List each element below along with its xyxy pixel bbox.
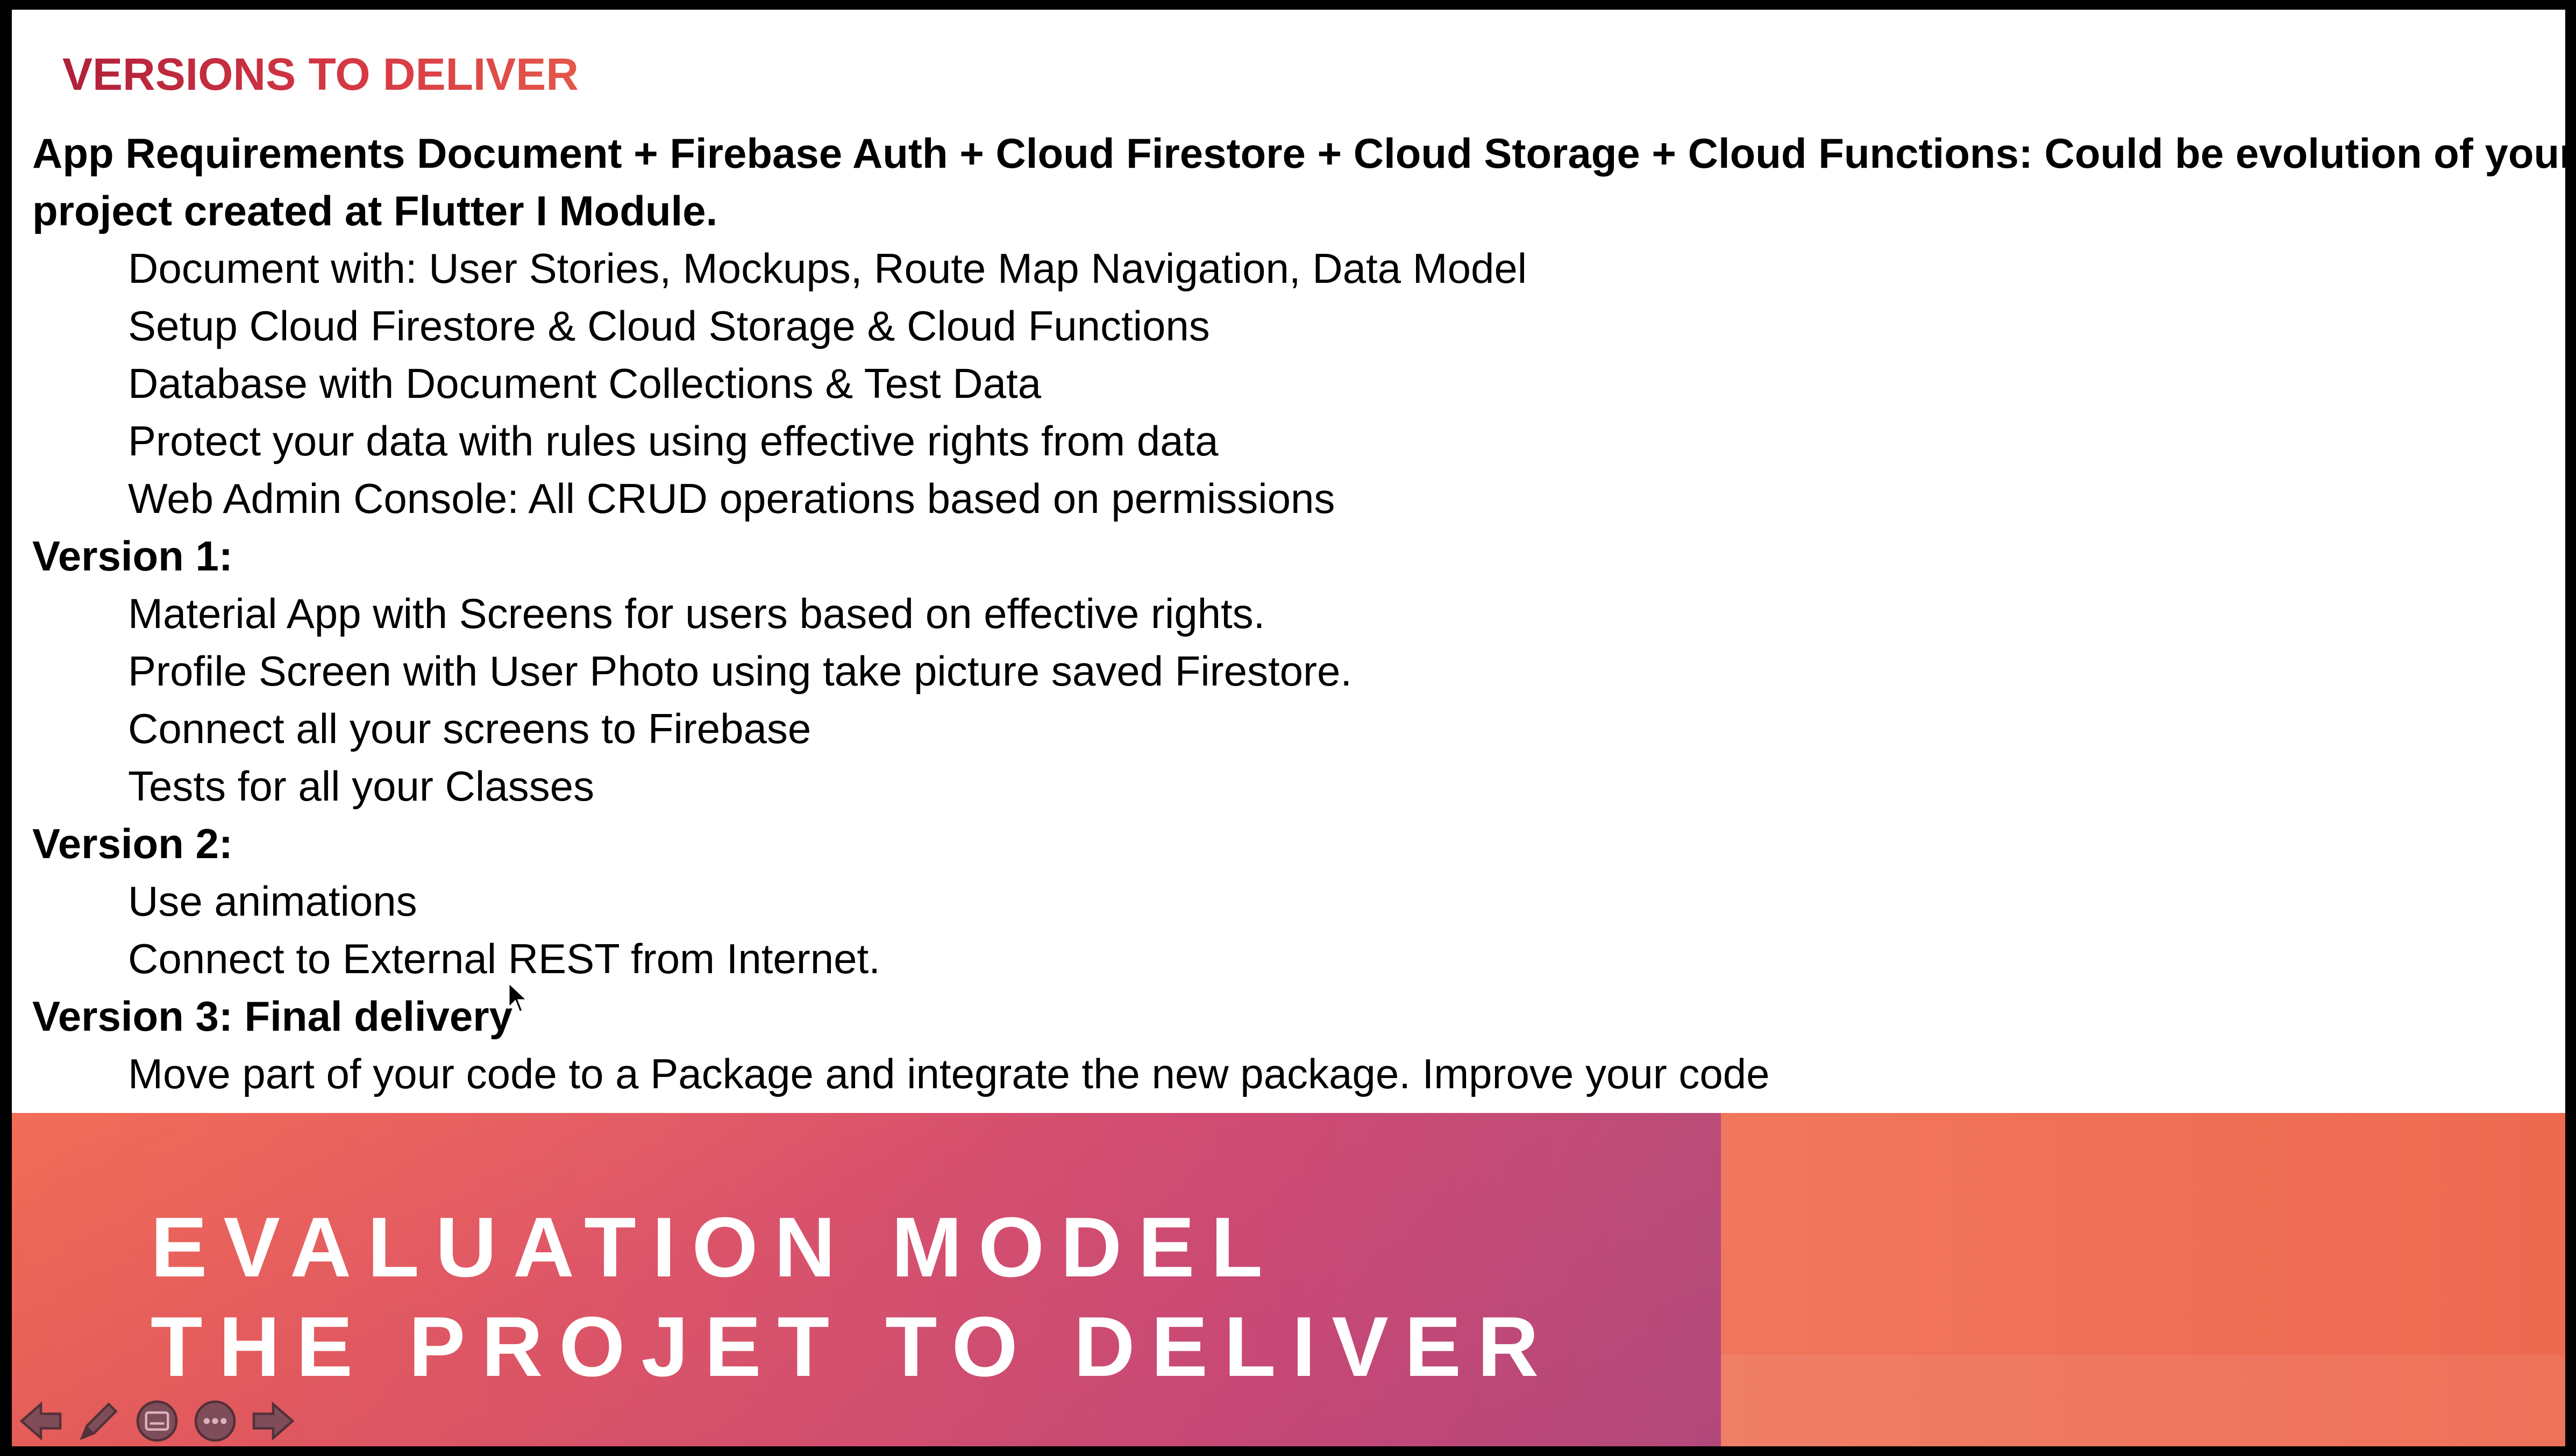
mouse-cursor-icon	[508, 982, 529, 1013]
text-line: Document with: User Stories, Mockups, Ro…	[128, 245, 1527, 292]
slide: VERSIONS TO DELIVER App Requirements Doc…	[12, 10, 2565, 1446]
text-line: App Requirements Document + Firebase Aut…	[32, 130, 2565, 177]
slide-body: App Requirements Document + Firebase Aut…	[32, 125, 2565, 1103]
banner-title: EVALUATION MODEL THE PROJET TO DELIVER	[151, 1198, 1555, 1397]
section-banner: EVALUATION MODEL THE PROJET TO DELIVER	[12, 1113, 2565, 1446]
banner-title-line2: THE PROJET TO DELIVER	[151, 1300, 1555, 1394]
banner-stripe	[1721, 1355, 2565, 1446]
text-line: Use animations	[128, 877, 417, 925]
banner-accent-panel	[1721, 1113, 2565, 1446]
text-line: Connect all your screens to Firebase	[128, 705, 812, 752]
pen-icon[interactable]	[72, 1394, 126, 1446]
section-heading: Version 2:	[32, 820, 233, 867]
banner-shade	[12, 1113, 1721, 1446]
section-heading: Version 3: Final delivery	[32, 993, 513, 1040]
section-heading: Version 1:	[32, 532, 233, 580]
arrow-right-icon[interactable]	[246, 1394, 300, 1446]
presentation-nav-bar	[14, 1391, 300, 1446]
text-line: Profile Screen with User Photo using tak…	[128, 647, 1353, 695]
text-line: Database with Document Collections & Tes…	[128, 360, 1042, 407]
banner-title-line1: EVALUATION MODEL	[151, 1200, 1279, 1295]
text-line: Protect your data with rules using effec…	[128, 417, 1219, 465]
text-line: Connect to External REST from Internet.	[128, 935, 880, 982]
arrow-left-icon[interactable]	[14, 1394, 68, 1446]
text-line: Move part of your code to a Package and …	[128, 1050, 1770, 1097]
subtitles-icon[interactable]	[130, 1394, 184, 1446]
more-icon[interactable]	[188, 1394, 242, 1446]
text-line: Web Admin Console: All CRUD operations b…	[128, 475, 1335, 522]
text-line: project created at Flutter I Module.	[32, 187, 718, 234]
slide-content: VERSIONS TO DELIVER App Requirements Doc…	[12, 10, 2565, 1113]
text-line: Setup Cloud Firestore & Cloud Storage & …	[128, 302, 1210, 349]
slide-title: VERSIONS TO DELIVER	[62, 49, 579, 99]
text-line: Tests for all your Classes	[128, 762, 594, 810]
text-line: Material App with Screens for users base…	[128, 590, 1265, 637]
